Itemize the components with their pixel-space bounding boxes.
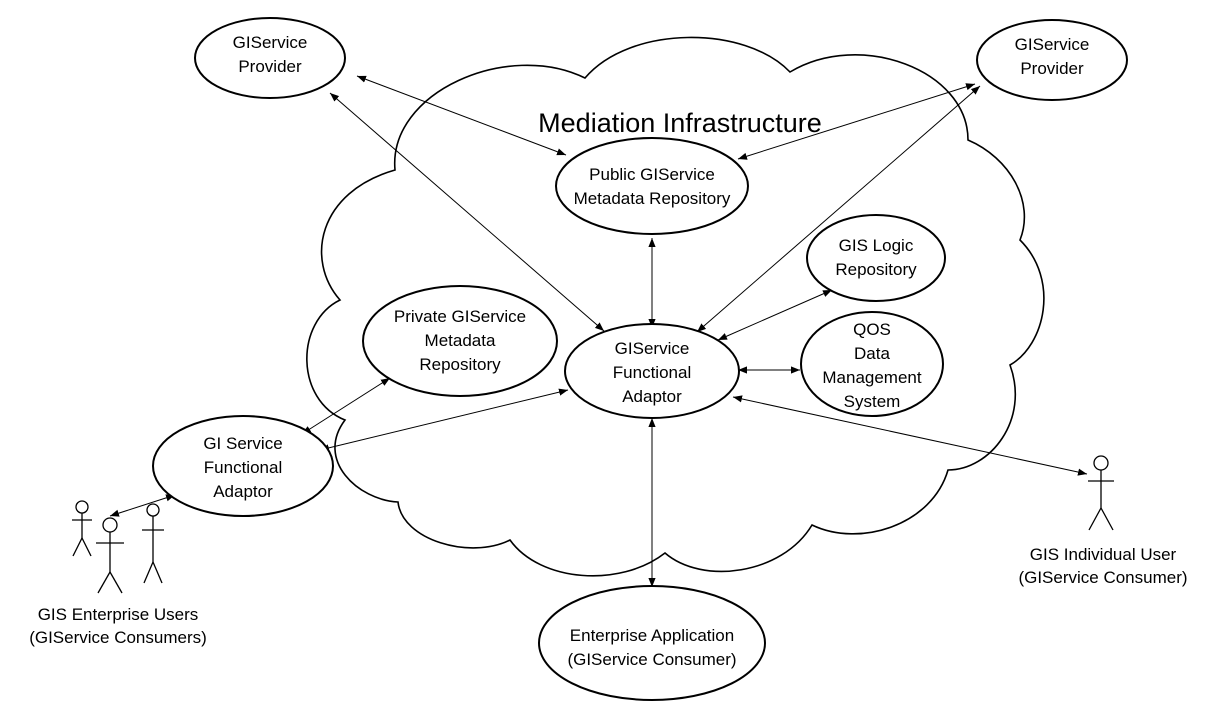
node-label: Adaptor [622,387,682,406]
node-label: QOS [853,320,891,339]
stick-figure-icon [72,500,92,557]
enterprise-users-label: GIS Enterprise Users [38,605,199,624]
node-shape [976,19,1128,101]
actor-group-enterprise-users [72,500,164,594]
node-gi-adaptor: GI Service Functional Adaptor [152,415,334,517]
node-shape [555,137,749,235]
stick-figure-icon [96,517,124,594]
node-label: GIS Logic [839,236,914,255]
cloud-title: Mediation Infrastructure [538,108,822,138]
node-label: GIService [1015,35,1090,54]
enterprise-users-label: (GIService Consumers) [29,628,207,647]
node-functional-adaptor: GIService Functional Adaptor [564,323,740,419]
node-label: GI Service [203,434,282,453]
connector-logic-repo-functional-adaptor [717,289,833,341]
node-label: Metadata Repository [574,189,731,208]
node-provider-right: GIService Provider [976,19,1128,101]
node-shape [564,323,740,419]
node-public-repo: Public GIService Metadata Repository [555,137,749,235]
node-label: System [844,392,901,411]
stick-figure-icon [142,503,164,584]
node-label: GIService [233,33,308,52]
node-enterprise-app: Enterprise Application (GIService Consum… [538,585,766,701]
connector-gi-adaptor-functional-adaptor [319,388,569,452]
node-provider-left: GIService Provider [194,17,346,99]
node-label: Data [854,344,890,363]
connector-enterprise-users-gi-adaptor [109,494,176,517]
node-label: Management [822,368,922,387]
node-label: Public GIService [589,165,715,184]
node-label: Provider [238,57,302,76]
node-label: Private GIService [394,307,526,326]
node-qos: QOS Data Management System [800,311,944,417]
node-shape [806,214,946,302]
node-label: Provider [1020,59,1084,78]
connector-functional-adaptor-individual-user [732,395,1088,476]
node-label: Functional [613,363,691,382]
node-label: Adaptor [213,482,273,501]
individual-user-label: GIS Individual User [1030,545,1177,564]
node-logic-repo: GIS Logic Repository [806,214,946,302]
node-label: GIService [615,339,690,358]
connector-provider-left-functional-adaptor [329,92,605,332]
node-label: Enterprise Application [570,626,734,645]
node-shape [362,285,558,397]
node-shape [538,585,766,701]
node-label: Repository [419,355,501,374]
individual-user-label: (GIService Consumer) [1018,568,1187,587]
node-shape [152,415,334,517]
node-private-repo: Private GIService Metadata Repository [362,285,558,397]
node-label: (GIService Consumer) [567,650,736,669]
node-shape [194,17,346,99]
node-label: Functional [204,458,282,477]
connections [109,75,1088,587]
node-label: Repository [835,260,917,279]
node-shape [800,311,944,417]
node-label: Metadata [425,331,496,350]
stick-figure-icon [1088,455,1114,531]
